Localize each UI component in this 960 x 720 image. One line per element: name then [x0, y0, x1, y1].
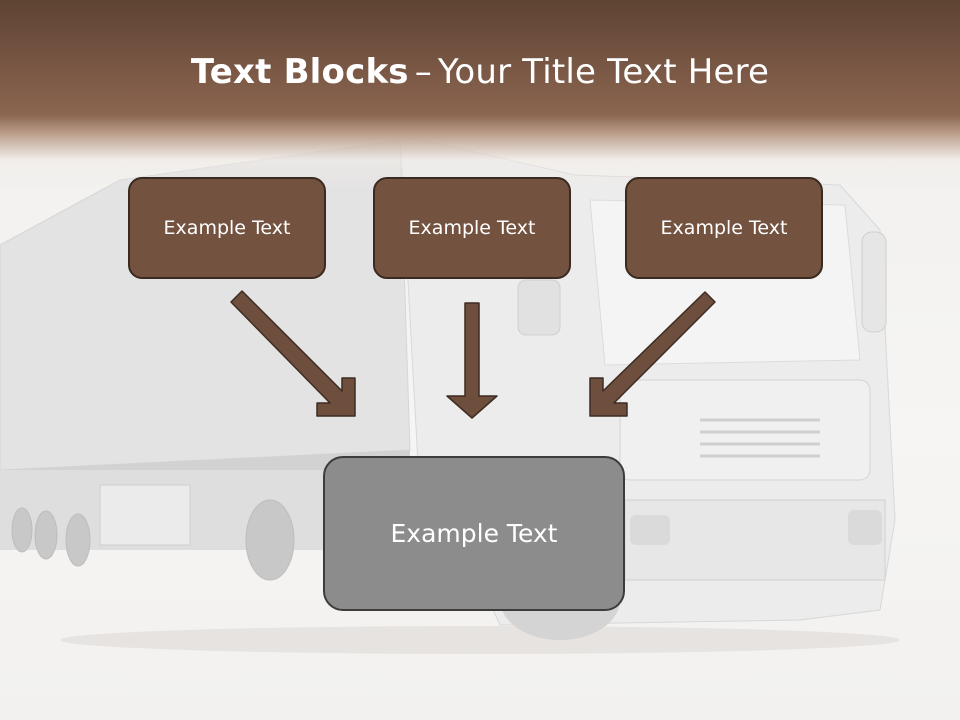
title-rest-part: Your Title Text Here: [437, 52, 770, 92]
arrow-left-diagonal: [230, 290, 356, 417]
ground-shadow: [60, 626, 900, 654]
main-text-block-label: Example Text: [390, 519, 558, 548]
trailer-box: [99, 484, 191, 546]
grille: [700, 418, 820, 458]
main-text-block[interactable]: Example Text: [323, 456, 625, 611]
text-block-2[interactable]: Example Text: [373, 177, 571, 279]
headlight-left: [630, 515, 670, 545]
title-banner: [0, 0, 960, 190]
text-block-2-label: Example Text: [408, 217, 536, 239]
headlight-right: [848, 510, 882, 545]
side-mirror: [517, 279, 561, 336]
title-bold-part: Text Blocks: [190, 52, 409, 92]
title-separator: –: [414, 52, 432, 92]
arrow-center-down: [446, 302, 498, 419]
text-block-3-label: Example Text: [660, 217, 788, 239]
text-block-3[interactable]: Example Text: [625, 177, 823, 279]
mirror-right: [861, 231, 887, 333]
trailer-wheels: [11, 499, 295, 581]
text-block-1-label: Example Text: [163, 217, 291, 239]
slide-title: Text Blocks–Your Title Text Here: [0, 52, 960, 92]
arrow-right-diagonal: [589, 291, 716, 417]
text-block-1[interactable]: Example Text: [128, 177, 326, 279]
